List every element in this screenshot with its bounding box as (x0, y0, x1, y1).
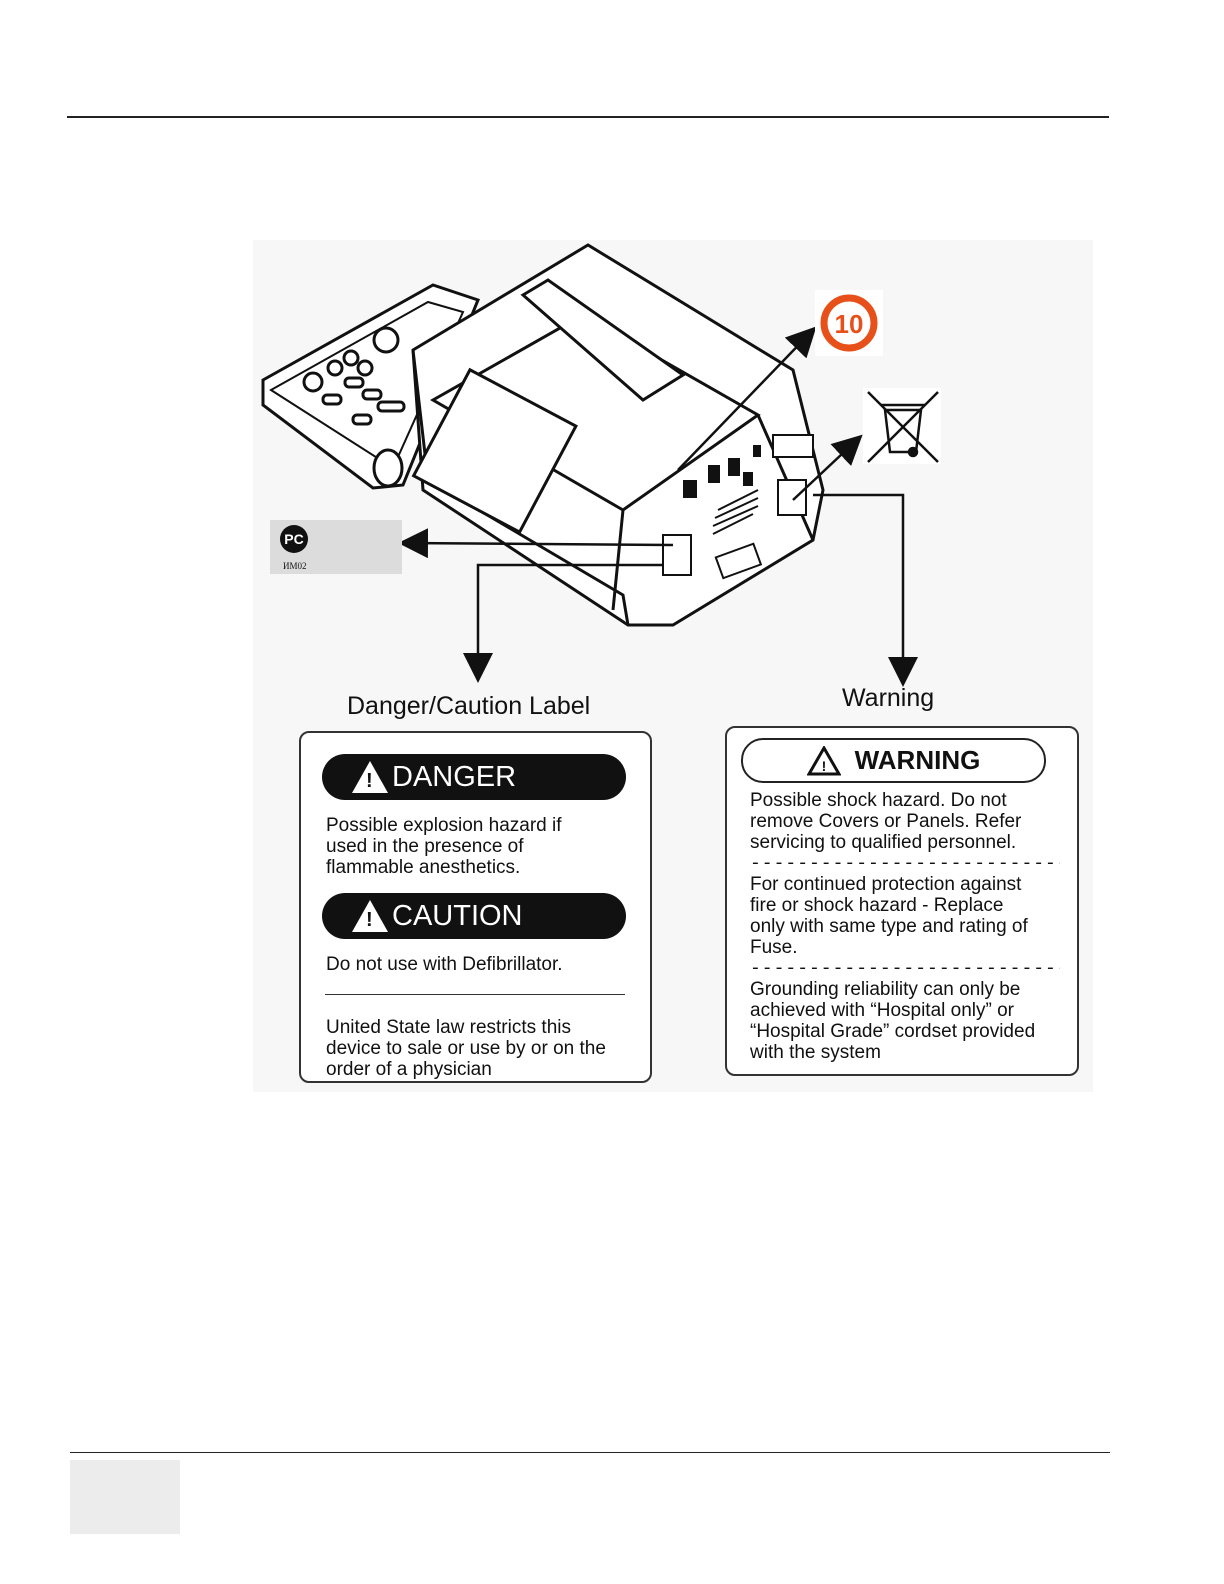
warning-banner: ! WARNING (741, 738, 1046, 783)
svg-text:ИМ02: ИМ02 (283, 561, 307, 571)
rohs-10-logo: 10 (815, 290, 883, 356)
danger-caution-label-caption: Danger/Caution Label (347, 692, 591, 720)
warning-caption: Warning (842, 684, 935, 712)
danger-caution-label: ! DANGER Possible explosion hazard if us… (299, 731, 652, 1083)
device-illustration: 10 PC ИМ02 (261, 243, 941, 687)
caution-title: CAUTION (392, 899, 523, 932)
warning-para-1: Possible shock hazard. Do not remove Cov… (750, 790, 1022, 853)
caution-banner: ! CAUTION (322, 893, 626, 939)
warning-title: WARNING (854, 745, 981, 775)
caution-text: Do not use with Defibrillator. (326, 954, 563, 975)
gost-pct-logo: PC ИМ02 (270, 520, 402, 574)
danger-banner: ! DANGER (322, 754, 626, 800)
dashed-separator: ---------------------------- (750, 959, 1060, 979)
warning-triangle-icon: ! (806, 745, 841, 775)
warning-triangle-icon: ! (352, 900, 388, 932)
weee-crossed-bin-icon (863, 388, 941, 464)
device-body (411, 243, 825, 627)
warning-label: ! WARNING Possible shock hazard. Do not … (725, 726, 1079, 1076)
svg-text:10: 10 (835, 309, 864, 339)
svg-text:PC: PC (284, 531, 303, 547)
warning-para-2: For continued protection against fire or… (750, 874, 1028, 958)
danger-text: Possible explosion hazard if used in the… (326, 815, 562, 878)
keyboard-panel (261, 283, 480, 490)
dashed-separator: ---------------------------- (750, 854, 1060, 874)
label-divider (325, 994, 625, 995)
warning-para-3: Grounding reliability can only be achiev… (750, 979, 1036, 1063)
warning-triangle-icon: ! (352, 761, 388, 793)
danger-title: DANGER (392, 760, 517, 793)
header-rule (67, 116, 1109, 118)
footer-rule (70, 1452, 1110, 1453)
footer-page-box (70, 1460, 180, 1534)
svg-text:!: ! (821, 758, 826, 774)
law-text: United State law restricts this device t… (326, 1017, 606, 1080)
